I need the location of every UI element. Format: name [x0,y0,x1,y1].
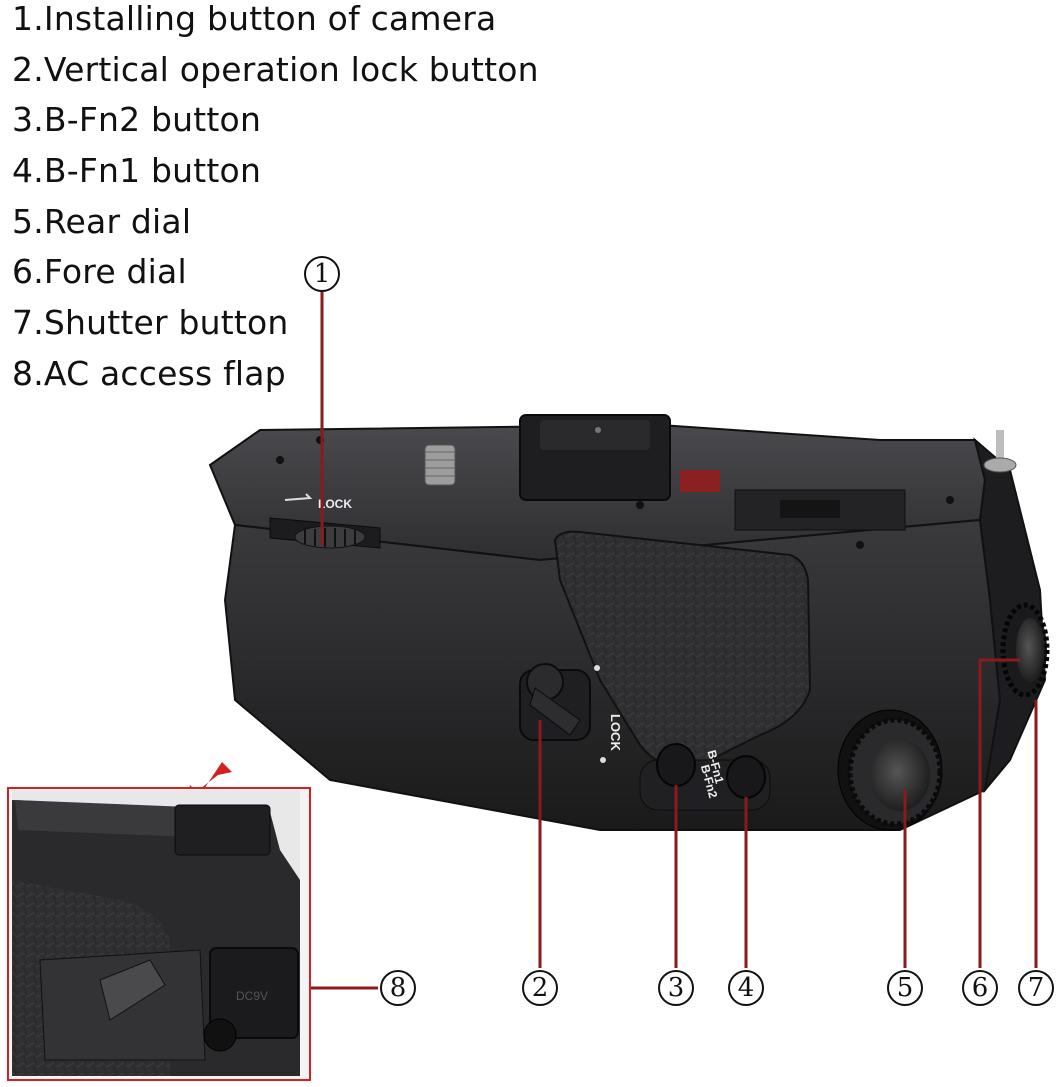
tripod-screw [424,444,456,486]
legend-list: 1.Installing button of camera 2.Vertical… [12,0,539,406]
legend-item-5: 5.Rear dial [12,201,192,241]
bfn-buttons [639,743,771,811]
inset-closeup: DC9V [12,790,300,1076]
lock-side-label: LOCK [608,714,623,751]
rear-dial [837,709,943,831]
callout-1: 1 [304,256,340,292]
callout-4: 4 [728,970,764,1006]
ac-flap-door [209,947,299,1039]
callout-lines [280,292,1038,990]
legend-item-7: 7.Shutter button [12,303,289,343]
alignment-pin [983,430,1017,473]
callout-5: 5 [887,970,923,1006]
callout-2: 2 [522,970,558,1006]
callout-7: 7 [1018,970,1054,1006]
callout-6: 6 [962,970,998,1006]
callout-8: 8 [380,970,416,1006]
legend-item-1: 1.Installing button of camera [12,0,497,38]
legend-item-4: 4.B-Fn1 button [12,151,262,191]
vertical-lock-switch [519,663,606,763]
lock-top-label: LOCK [318,497,352,511]
installing-wheel [269,517,381,549]
legend-item-3: 3.B-Fn2 button [12,100,262,140]
legend-item-6: 6.Fore dial [12,252,187,292]
callout-3: 3 [658,970,694,1006]
dc-port-label: DC9V [236,989,268,1003]
fore-dial [1000,602,1050,698]
legend-item-2: 2.Vertical operation lock button [12,49,539,89]
legend-item-8: 8.AC access flap [12,353,286,393]
